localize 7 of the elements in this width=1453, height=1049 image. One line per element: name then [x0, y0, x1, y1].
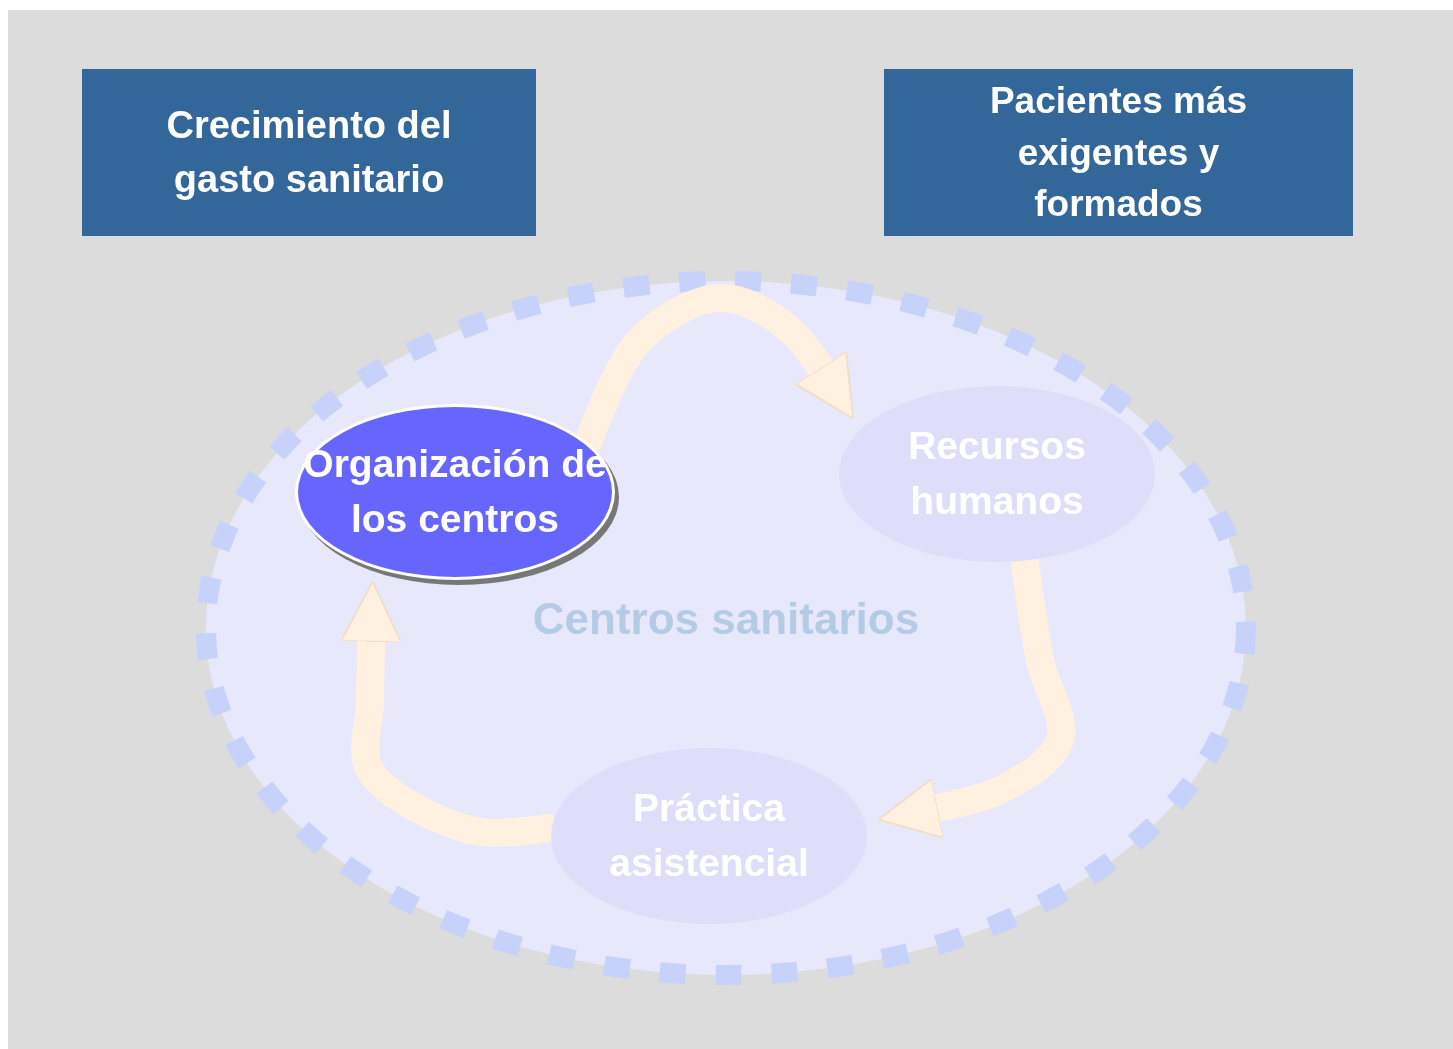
title-box [82, 69, 536, 236]
title-box [884, 69, 1353, 236]
dashed-ellipse [198, 273, 1254, 983]
node-label: Organización de los centros [302, 441, 608, 542]
node-label: Pacientes más exigentes y formados [988, 78, 1249, 227]
node-label: Crecimiento del gasto sanitario [165, 103, 453, 202]
curved-arrow [575, 284, 855, 454]
